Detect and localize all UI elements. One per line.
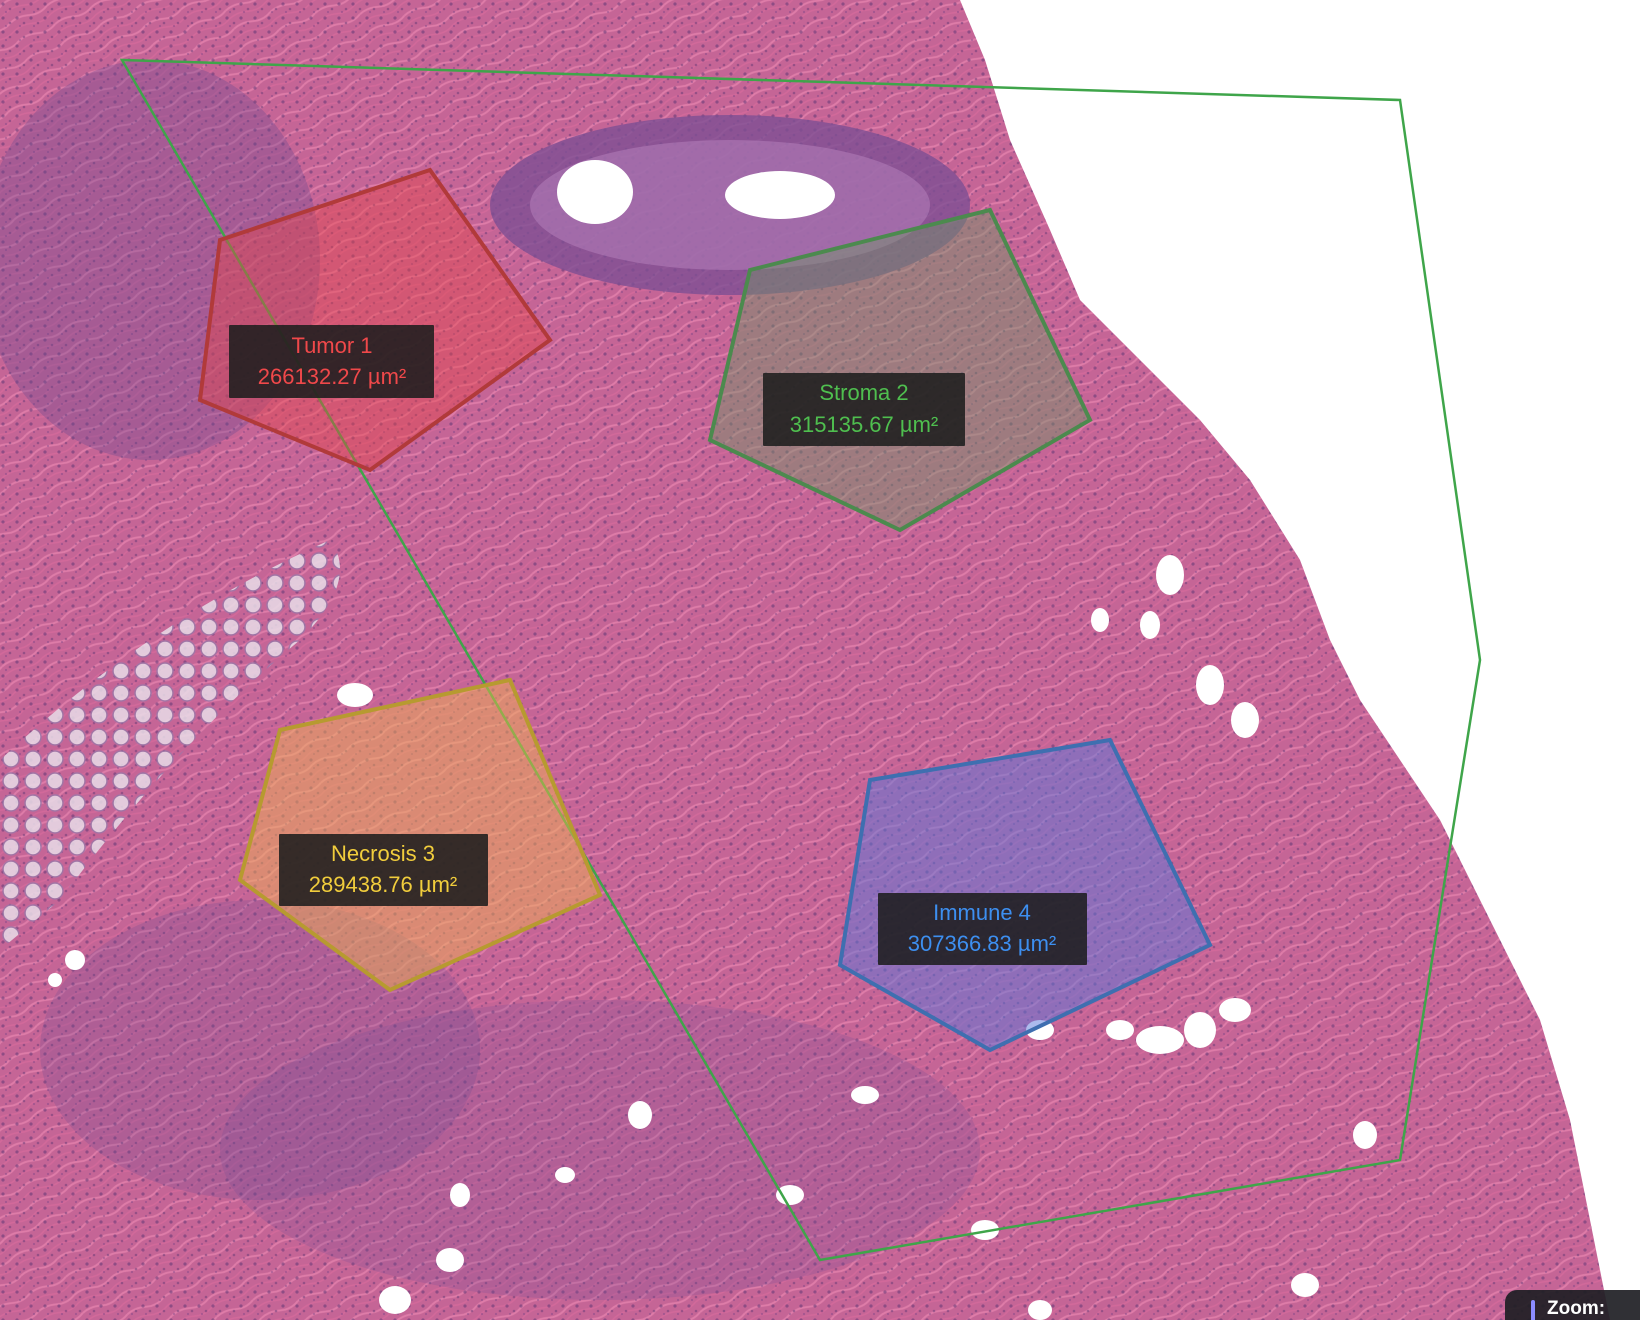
follicle-lumen [725, 171, 835, 219]
cellular-area [220, 1000, 980, 1300]
immune-annotation-label[interactable]: Immune 4 307366.83 µm² [878, 893, 1087, 965]
stroma-annotation-label[interactable]: Stroma 2 315135.67 µm² [763, 373, 965, 446]
necrosis-annotation-name: Necrosis 3 [331, 841, 435, 866]
tumor-annotation-label[interactable]: Tumor 1 266132.27 µm² [229, 325, 434, 398]
follicle-lumen [557, 160, 633, 224]
region-outline[interactable] [119, 58, 1482, 1262]
tumor-annotation-area: 266132.27 µm² [258, 364, 406, 389]
necrosis-annotation-label[interactable]: Necrosis 3 289438.76 µm² [279, 834, 488, 906]
follicle-inner [530, 140, 930, 270]
zoom-bar-icon [1531, 1300, 1535, 1320]
immune-annotation-name: Immune 4 [933, 900, 1031, 925]
stroma-annotation-name: Stroma 2 [819, 380, 908, 405]
stroma-annotation-area: 315135.67 µm² [790, 412, 938, 437]
necrosis-annotation-area: 289438.76 µm² [309, 872, 457, 897]
fat-vacuoles [48, 555, 1377, 1320]
immune-annotation-area: 307366.83 µm² [908, 931, 1056, 956]
zoom-label: Zoom: [1547, 1298, 1606, 1319]
gland-cluster [0, 540, 340, 950]
stroma-annotation-polygon[interactable] [707, 207, 1093, 533]
zoom-indicator[interactable]: Zoom: [1505, 1290, 1640, 1320]
tumor-annotation-name: Tumor 1 [291, 333, 372, 358]
